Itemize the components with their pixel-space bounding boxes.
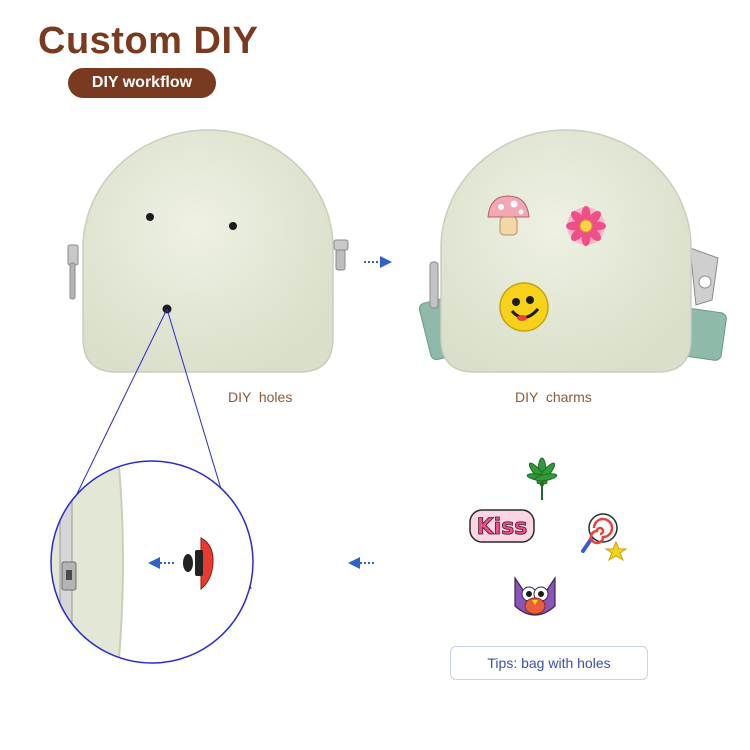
lollipop-charm-icon: [581, 513, 628, 562]
kiss-charm-text: Kiss: [477, 515, 528, 540]
arrow-left-icon: [348, 557, 376, 569]
bag-with-charms: [418, 129, 727, 373]
zoom-arrow-left-icon: [148, 557, 174, 569]
page-title: Custom DIY: [38, 20, 259, 62]
hole-dot: [229, 222, 237, 230]
caption-diy-charms: DIY charms: [515, 389, 592, 405]
caption-diy-holes: DIY holes: [228, 389, 293, 405]
charm-button-peg-icon: [183, 537, 214, 591]
cannabis-leaf-charm-icon: [526, 457, 558, 500]
zipper-slider-icon: [61, 561, 77, 591]
diy-workflow-badge: DIY workflow: [68, 68, 216, 98]
kiss-charm: Kiss: [469, 509, 535, 543]
bag-with-holes: [67, 129, 349, 373]
flower-charm-icon: [566, 206, 606, 246]
mushroom-charm-icon: [487, 195, 530, 236]
right-zipper-pull-icon: [333, 239, 349, 271]
smiley-charm-icon: [499, 282, 549, 332]
owl-charm-icon: [514, 576, 556, 616]
tips-box: Tips: bag with holes: [450, 646, 648, 680]
arrow-right-icon: [364, 256, 392, 268]
hole-dot: [146, 213, 154, 221]
left-zipper-pull-icon: [67, 244, 79, 300]
